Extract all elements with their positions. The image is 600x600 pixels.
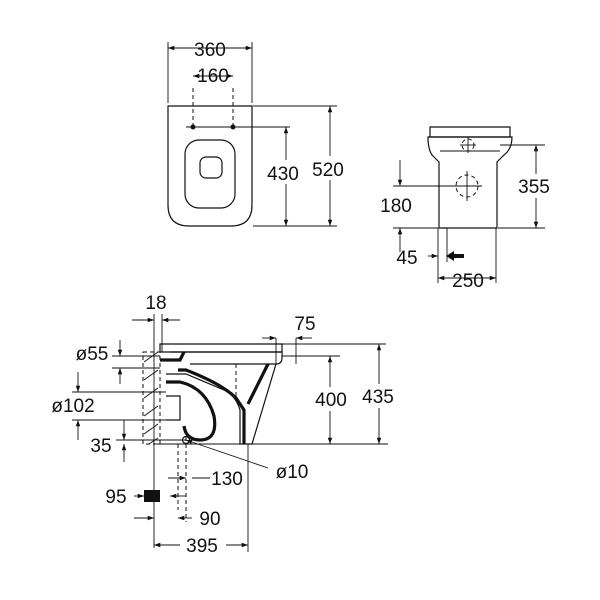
trapway-outer xyxy=(166,380,217,442)
dim-base-width: 250 xyxy=(452,271,484,292)
dim-fixing-depth: 430 xyxy=(267,164,299,185)
dim-fixing-distance: 130 xyxy=(211,469,243,490)
trapway-inner xyxy=(178,368,246,444)
bowl-opening xyxy=(199,156,223,179)
dim-total-depth: 395 xyxy=(186,536,218,557)
dim-rim-height: 400 xyxy=(315,390,347,411)
dim-inlet-diameter: ø55 xyxy=(76,344,109,365)
outlet-arrow xyxy=(446,251,464,261)
seat-top xyxy=(429,126,511,138)
dim-inlet-height: 180 xyxy=(380,196,412,217)
dim-total-height: 435 xyxy=(362,387,394,408)
dim-fixing-spacing: 160 xyxy=(197,66,229,87)
front-view-body xyxy=(427,136,513,229)
dim-fixing-diameter: ø10 xyxy=(276,462,309,483)
dim-width: 360 xyxy=(194,40,226,61)
seat-lid xyxy=(159,343,283,353)
rim-back xyxy=(246,363,270,405)
top-view: 360 160 430 520 xyxy=(167,40,351,227)
dim-height: 355 xyxy=(518,177,550,198)
inlet-pipe xyxy=(160,351,186,362)
dim-rear-offset: 75 xyxy=(294,314,315,335)
dim-outlet-distance: 90 xyxy=(199,509,220,530)
side-view: 18 75 ø55 ø102 400 435 35 xyxy=(51,293,401,557)
inlet-drop-arrow xyxy=(144,490,160,502)
dim-wall-gap: 18 xyxy=(145,293,166,314)
dim-outlet-diameter: ø102 xyxy=(51,396,94,417)
front-view: 355 180 45 250 xyxy=(380,126,556,292)
dim-outlet-height: 35 xyxy=(90,436,111,457)
dim-length: 520 xyxy=(312,160,344,181)
dim-inlet-drop: 95 xyxy=(105,487,126,508)
fixing-hole-right xyxy=(230,124,236,130)
seat-outline xyxy=(184,139,236,209)
dim-inlet-offset: 45 xyxy=(396,248,417,269)
outlet-pipe xyxy=(166,395,181,421)
side-seat xyxy=(170,351,283,365)
top-view-outline xyxy=(167,105,253,227)
side-view-body xyxy=(166,363,277,445)
wall-hatch xyxy=(142,351,161,445)
fixing-hole-left xyxy=(190,124,196,130)
